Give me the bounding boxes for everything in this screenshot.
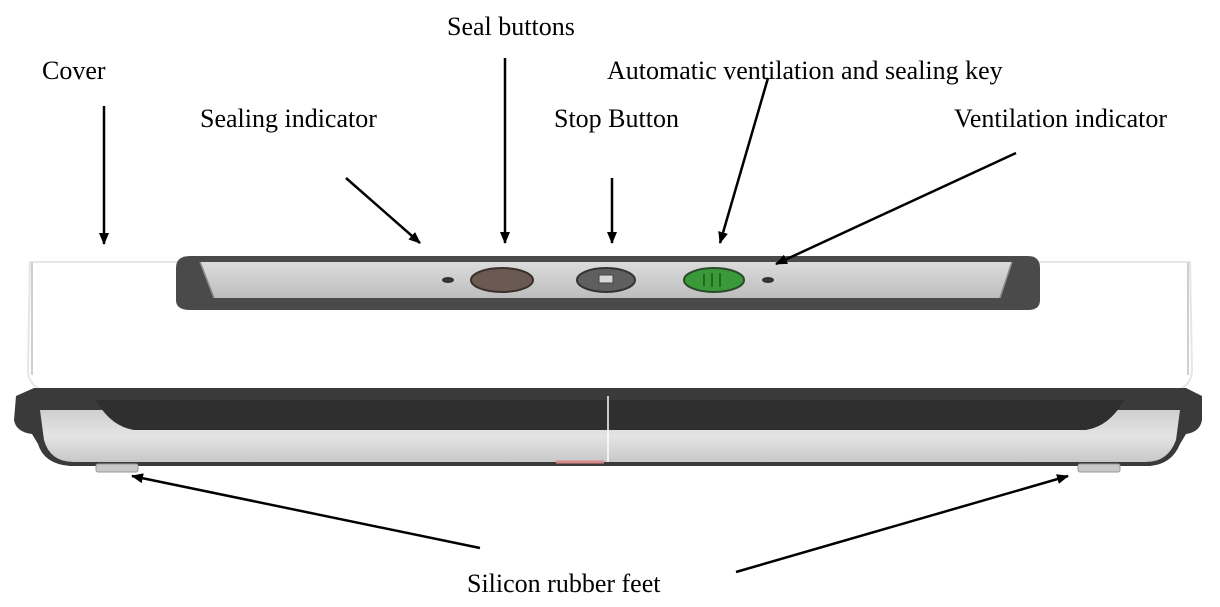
arrow-auto-key (718, 77, 770, 244)
label-sealing-indicator: Sealing indicator (200, 104, 377, 133)
rubber-foot-right (1077, 463, 1121, 473)
seal-button[interactable] (470, 267, 534, 293)
label-auto-key: Automatic ventilation and sealing key (607, 56, 1003, 85)
auto-key-button[interactable] (683, 267, 745, 293)
arrow-sealing-indicator (345, 177, 421, 244)
label-ventilation-indicator: Ventilation indicator (954, 104, 1168, 133)
machine-base (14, 388, 1202, 466)
callout-arrows (99, 58, 1069, 574)
label-stop-button: Stop Button (554, 104, 679, 133)
arrow-ventilation-indicator (775, 151, 1017, 266)
sealing-indicator-light (442, 277, 454, 283)
stop-button-square-icon (598, 274, 614, 284)
ventilation-indicator-light (762, 277, 774, 283)
label-silicon-rubber-feet: Silicon rubber feet (467, 569, 661, 598)
arrow-foot-right (735, 474, 1069, 574)
arrow-foot-left (131, 473, 481, 550)
label-cover: Cover (42, 56, 106, 85)
rubber-foot-left (95, 463, 139, 473)
label-seal-buttons: Seal buttons (447, 12, 575, 41)
